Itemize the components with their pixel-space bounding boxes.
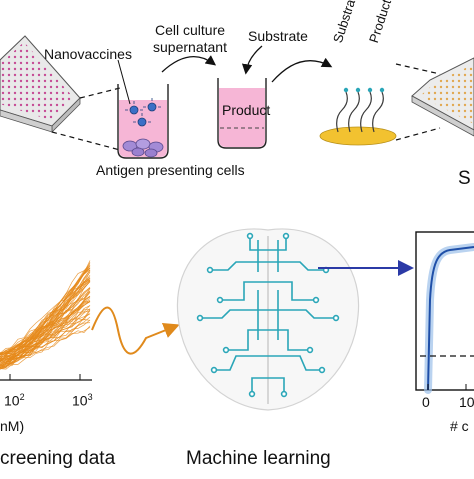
circuit-node: [280, 390, 288, 398]
circuit-trace: [268, 309, 336, 319]
antigen-presenting-cell-icon: [122, 138, 164, 158]
zoom-line: [51, 131, 121, 151]
supernatant-label-line1: Cell culture: [154, 22, 226, 38]
screening-curves-plot: [0, 260, 92, 381]
screening-curve: [0, 310, 91, 363]
substrate-label: Substrate: [248, 28, 308, 44]
product-beaker-icon: [217, 78, 267, 149]
circuit-trace: [268, 355, 322, 371]
right-xtick-1: 10: [459, 394, 474, 410]
screening-caption: creening data: [0, 448, 116, 469]
screening-curve-group: [0, 260, 91, 370]
screening-curve: [0, 287, 91, 370]
left-xlabel: nM): [0, 418, 25, 434]
circuit-trace: [251, 377, 268, 394]
circuit-node: [248, 390, 256, 398]
zoom-line: [395, 63, 441, 75]
circuit-trace: [210, 261, 268, 271]
circuit-node: [216, 296, 224, 304]
substrate-surface-icon: [319, 87, 397, 146]
culture-beaker-icon: [117, 84, 169, 159]
circuit-node: [222, 346, 230, 354]
circuit-trace: [214, 355, 268, 371]
circuit-trace: [268, 261, 326, 271]
nanovaccines-label: Nanovaccines: [44, 46, 132, 62]
callout-line: [117, 59, 131, 105]
screening-curve: [0, 322, 91, 370]
transfer-arrow: [161, 55, 217, 73]
right-microplate-icon: [411, 57, 474, 137]
prediction-plot: [415, 231, 474, 394]
left-microplate-icon: [0, 35, 81, 133]
circuit-brain-icon: [176, 228, 360, 411]
circuit-node: [282, 232, 290, 240]
zoom-line: [395, 127, 441, 141]
screening-curve: [0, 301, 91, 368]
supernatant-label-line2: supernatant: [153, 39, 227, 55]
circuit-node: [318, 366, 326, 374]
right-xtick-0: 0: [422, 394, 430, 410]
screening-curve: [0, 308, 91, 363]
circuit-trace: [268, 236, 287, 251]
screening-curve: [0, 295, 91, 360]
circuit-trace: [200, 309, 268, 319]
left-xtick-1: 102: [4, 392, 25, 409]
ml-caption: Machine learning: [186, 448, 331, 469]
screening-curve: [0, 267, 91, 367]
circuit-node: [306, 346, 314, 354]
to-ml-arrow: [91, 306, 180, 355]
circuit-trace: [249, 236, 268, 251]
nanovaccine-particle-icon: [125, 98, 161, 127]
circuit-trace: [268, 377, 285, 394]
circuit-node: [332, 314, 340, 322]
circuit-node: [206, 266, 214, 274]
zoom-line: [79, 87, 121, 99]
screening-curve: [0, 263, 91, 355]
circuit-node: [312, 296, 320, 304]
right-xlabel: # c: [450, 418, 469, 434]
screening-curve: [0, 313, 91, 355]
right-partial-label: S: [458, 168, 471, 189]
product-label: Product: [222, 102, 271, 118]
circuit-node: [210, 366, 218, 374]
screening-curve: [0, 276, 91, 359]
antigen-cells-label: Antigen presenting cells: [96, 162, 245, 178]
circuit-trace: [220, 281, 268, 301]
screening-curve: [0, 280, 91, 370]
screening-curve: [0, 319, 91, 356]
circuit-node: [196, 314, 204, 322]
substrate-arrow: [241, 45, 263, 75]
readout-arrow: [271, 57, 333, 83]
left-xtick-2: 103: [72, 392, 93, 409]
circuit-node: [246, 232, 254, 240]
circuit-trace: [268, 281, 316, 301]
